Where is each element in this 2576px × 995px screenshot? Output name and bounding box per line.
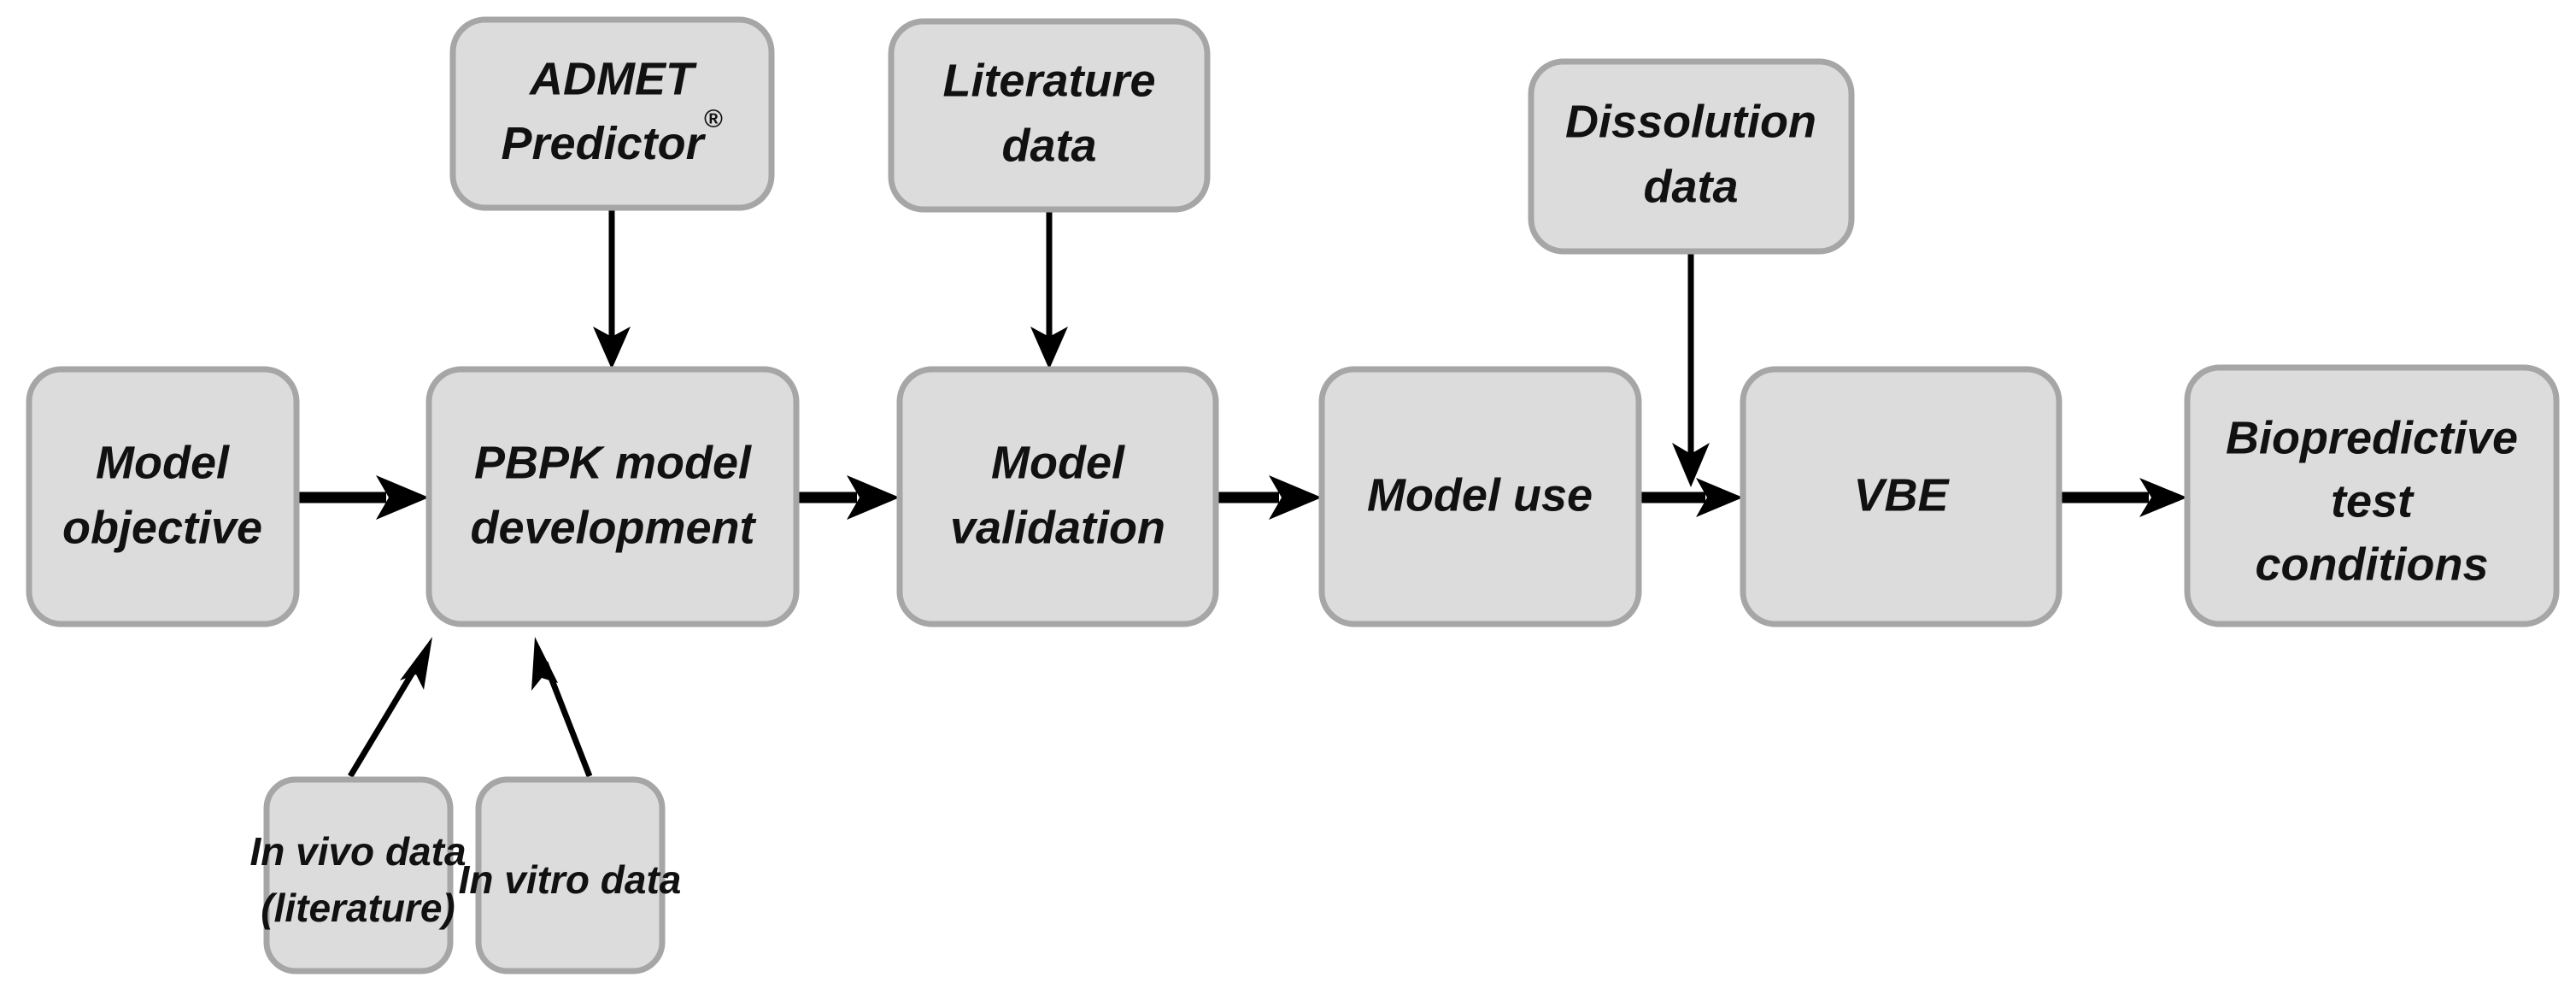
- node-biopredictive-test-conditions[interactable]: Biopredictive test conditions: [2184, 364, 2560, 627]
- node-biopredictive-label-line-1: Biopredictive: [2226, 412, 2518, 463]
- node-in-vitro-data-label: In vitro data: [459, 857, 682, 902]
- node-pbpk-model-development[interactable]: PBPK model development: [425, 366, 800, 627]
- node-model-objective-label-line-1: Model: [96, 437, 230, 488]
- node-dissolution-data-label-line-1: Dissolution: [1565, 96, 1816, 147]
- node-admet-predictor-label-line-1: ADMET: [528, 53, 697, 104]
- edge-invivo-to-development: [348, 637, 432, 778]
- node-admet-predictor[interactable]: ADMET Predictor®: [449, 16, 775, 211]
- node-vbe[interactable]: VBE: [1740, 366, 2063, 627]
- node-model-validation-label-line-1: Model: [991, 437, 1125, 488]
- node-in-vivo-data-label-line-2: (literature): [261, 886, 455, 930]
- node-model-use-label: Model use: [1367, 469, 1593, 521]
- node-biopredictive-label-line-2: test: [2331, 475, 2415, 527]
- node-vbe-shape[interactable]: [1740, 366, 2063, 627]
- node-model-use[interactable]: Model use: [1318, 366, 1642, 627]
- node-in-vivo-data[interactable]: In vivo data (literature): [249, 776, 466, 974]
- node-biopredictive-label-line-3: conditions: [2256, 539, 2489, 590]
- registered-trademark-symbol: ®: [704, 105, 723, 133]
- node-literature-data-label-line-1: Literature: [942, 55, 1155, 106]
- node-model-objective-shape[interactable]: [26, 366, 300, 627]
- edge-use-to-vbe: [1639, 478, 1743, 517]
- node-admet-predictor-shape[interactable]: [449, 16, 775, 211]
- node-admet-predictor-word: Predictor: [502, 118, 707, 169]
- node-in-vitro-data-shape[interactable]: [475, 776, 666, 974]
- node-literature-data-label-line-2: data: [1001, 120, 1096, 171]
- node-literature-data[interactable]: Literature data: [888, 18, 1211, 213]
- edge-objective-to-development: [296, 475, 429, 520]
- edge-dissolution-to-vbe: [1672, 251, 1710, 487]
- node-model-validation-shape[interactable]: [896, 366, 1219, 627]
- node-model-validation-label-line-2: validation: [950, 502, 1165, 553]
- node-literature-data-shape[interactable]: [888, 18, 1211, 213]
- edge-invitro-to-development: [531, 637, 593, 778]
- node-pbpk-model-development-label-line-1: PBPK model: [474, 437, 752, 488]
- node-dissolution-data-shape[interactable]: [1528, 58, 1855, 255]
- node-pbpk-model-development-shape[interactable]: [425, 366, 800, 627]
- edge-validation-to-use: [1216, 475, 1322, 520]
- node-pbpk-model-development-label-line-2: development: [470, 502, 756, 553]
- edge-development-to-validation: [796, 475, 900, 520]
- node-admet-predictor-label-line-2: Predictor®: [502, 105, 723, 169]
- node-vbe-label: VBE: [1853, 469, 1950, 521]
- node-model-validation[interactable]: Model validation: [896, 366, 1219, 627]
- node-model-objective-label-line-2: objective: [62, 502, 262, 553]
- node-in-vivo-data-shape[interactable]: [263, 776, 454, 974]
- edge-vbe-to-biopredictive: [2059, 478, 2187, 517]
- edge-admet-to-development: [593, 208, 631, 369]
- edge-literature-to-validation: [1030, 209, 1068, 369]
- node-in-vitro-data[interactable]: In vitro data: [459, 776, 682, 974]
- node-model-objective[interactable]: Model objective: [26, 366, 300, 627]
- node-in-vivo-data-label-line-1: In vivo data: [249, 829, 466, 874]
- node-dissolution-data[interactable]: Dissolution data: [1528, 58, 1855, 255]
- node-dissolution-data-label-line-2: data: [1643, 161, 1738, 212]
- node-model-use-shape[interactable]: [1318, 366, 1642, 627]
- node-biopredictive-test-conditions-shape[interactable]: [2184, 364, 2560, 627]
